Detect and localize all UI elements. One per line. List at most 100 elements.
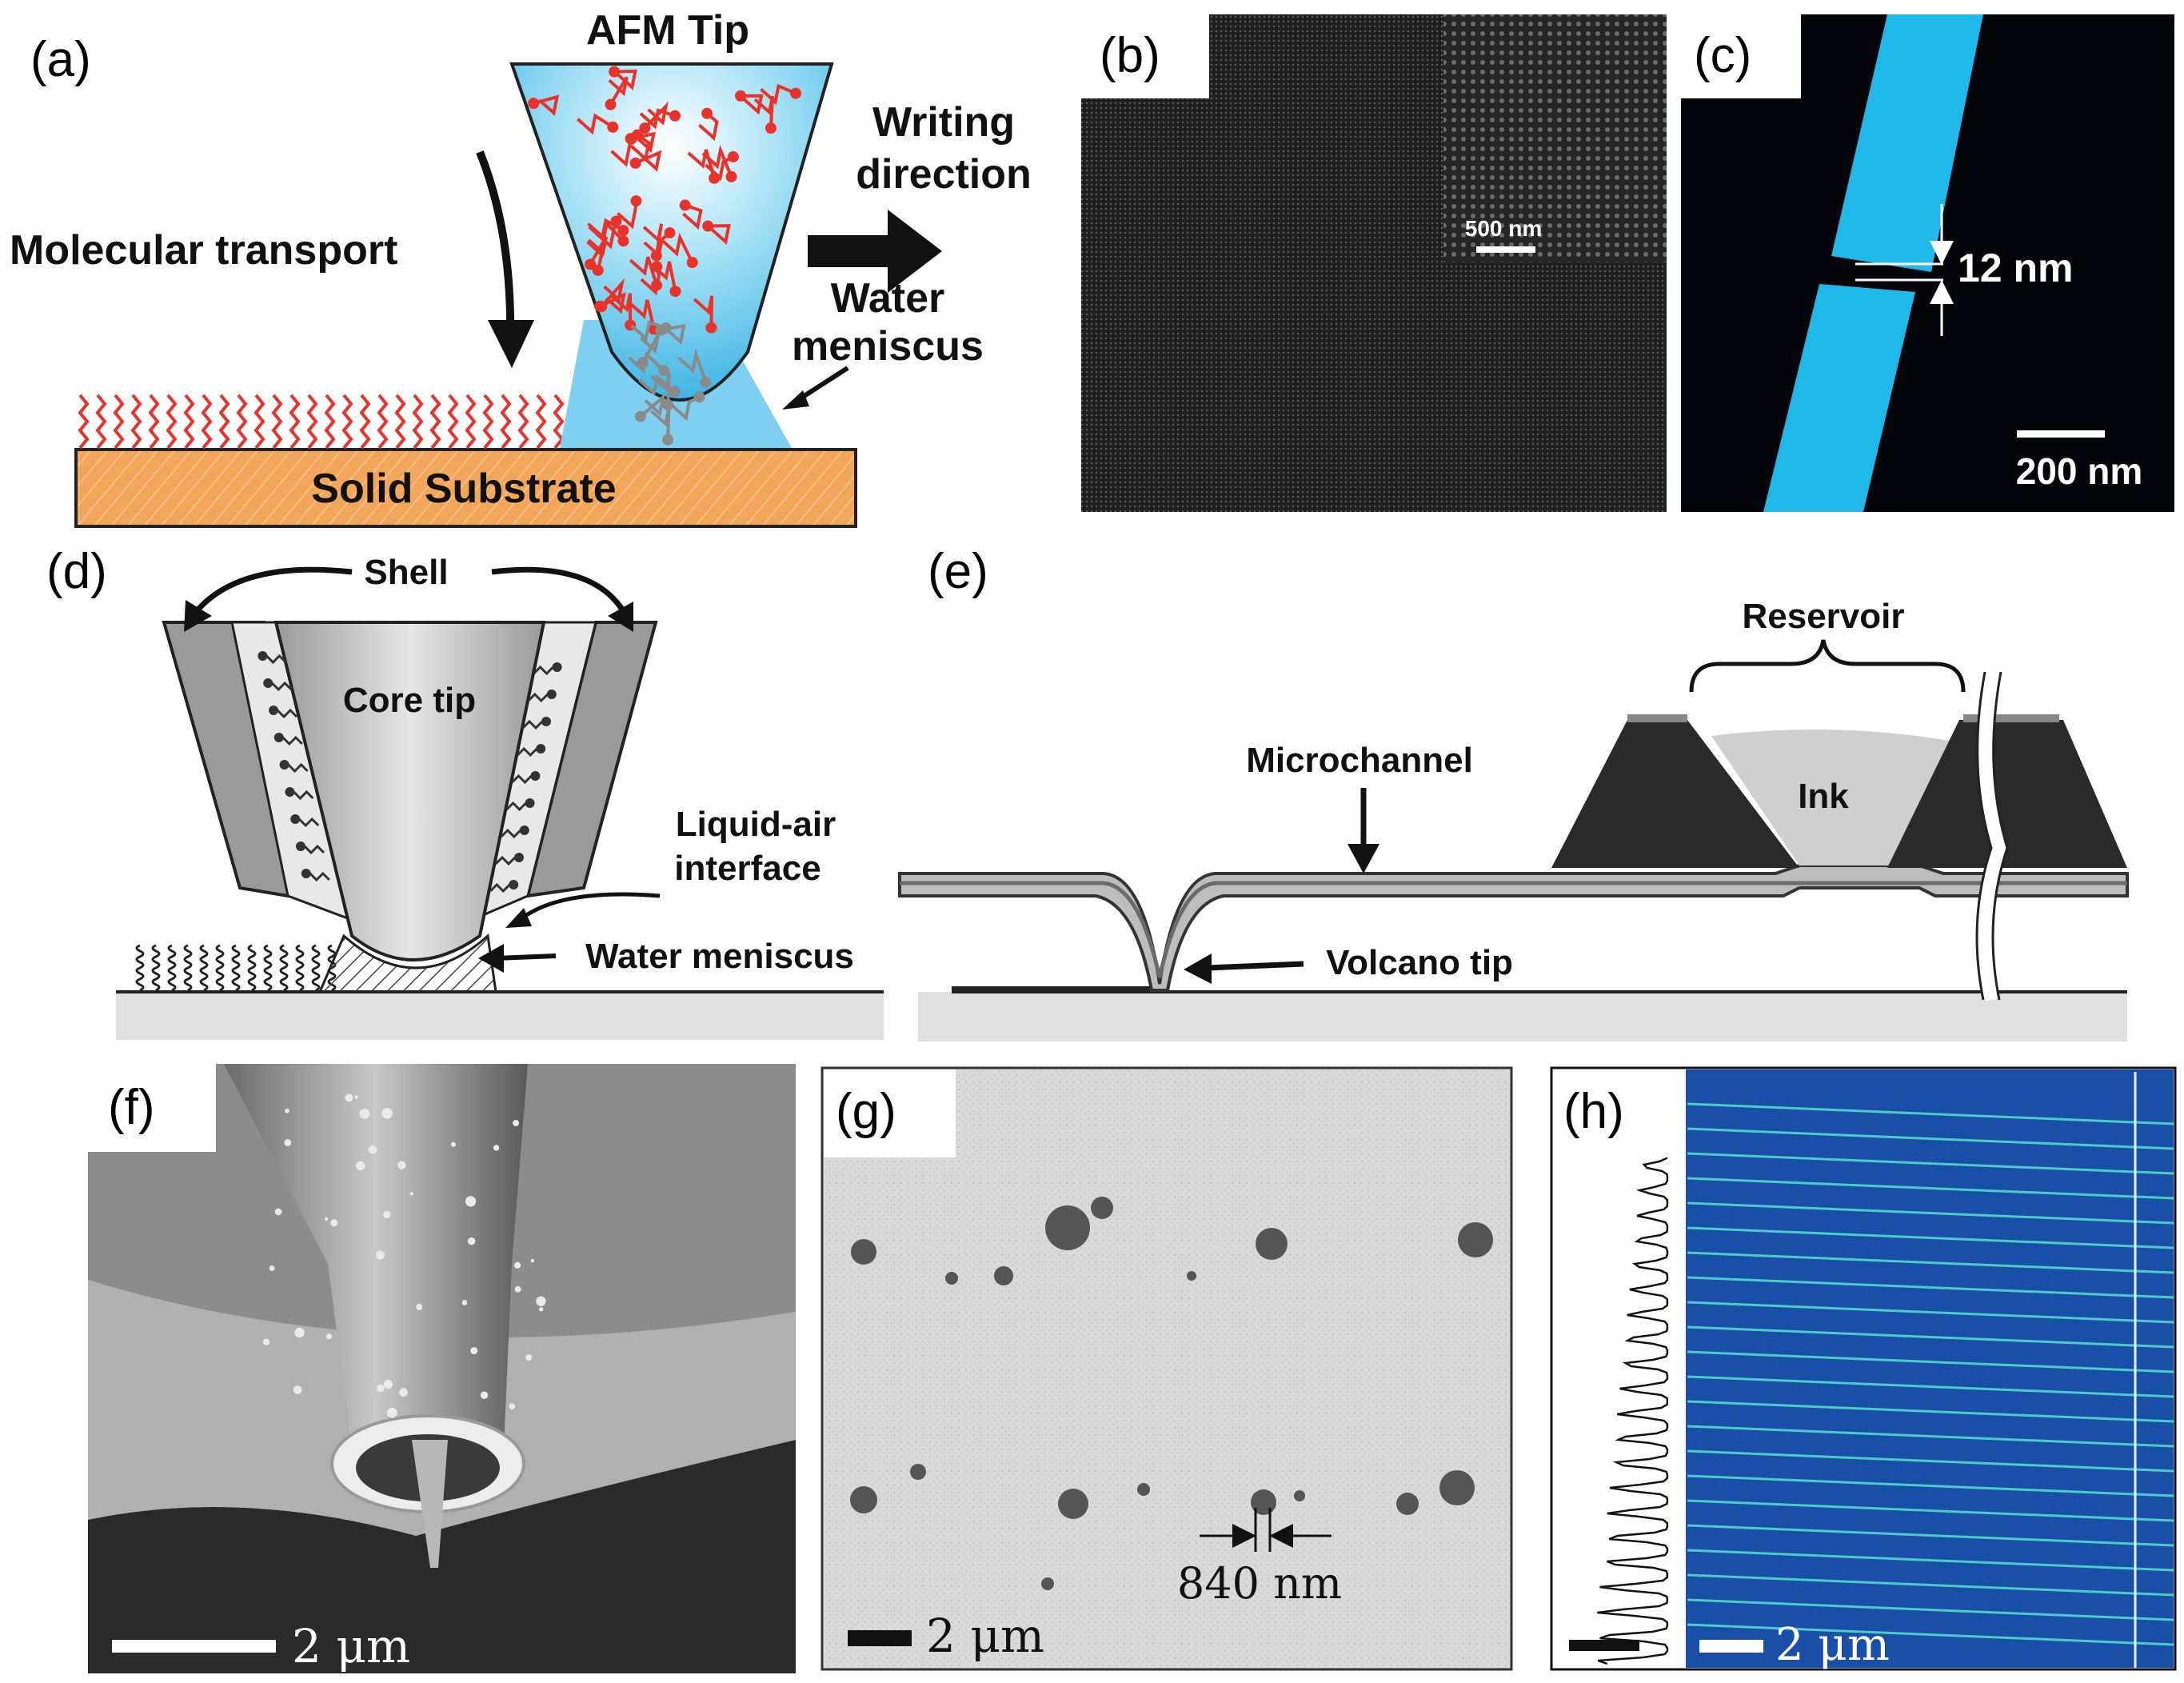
ink-molecule-chain: [634, 150, 662, 172]
ink-molecule-head: [735, 90, 747, 102]
fluorescent-line: [1687, 1350, 2174, 1373]
self-assembled-monolayer: [78, 394, 565, 450]
sam-chain: [500, 394, 512, 450]
panel-f-scalebar: [112, 1640, 276, 1653]
sam-chain: [306, 394, 318, 450]
sam-chain: [166, 394, 178, 450]
fluorescent-line: [1687, 1499, 2174, 1522]
ink-molecule-head: [617, 235, 629, 247]
sam-chain: [412, 394, 424, 450]
tip-particle: [538, 1306, 544, 1312]
sam-chain: [148, 394, 160, 450]
panel-b-label: (b): [1100, 28, 1160, 83]
panel-g: (g) 840 nm 2 μm: [820, 1066, 1513, 1671]
liquid-air-label-2: interface: [674, 849, 820, 888]
ink-molecule-chain: [638, 374, 676, 397]
ink-molecule-chain: [693, 295, 714, 328]
printed-dot: [1439, 1470, 1475, 1505]
shell-molecule-chain: [527, 692, 549, 703]
panel-h-label: (h): [1563, 1084, 1624, 1139]
fluorescent-line: [1687, 1474, 2174, 1497]
ink-molecule-head: [592, 264, 604, 276]
fluorescent-line: [1687, 1623, 2174, 1646]
sem-dots-image: [820, 1066, 1513, 1671]
ink-molecule-head: [765, 122, 777, 134]
reservoir-wall-left: [1551, 720, 1799, 868]
fluorescent-line: [1687, 1573, 2174, 1597]
ink-molecule-chain: [661, 323, 686, 346]
reservoir-wall-right: [1887, 720, 2127, 868]
ink-molecule-chain: [576, 113, 614, 135]
shell-molecule-chain: [281, 735, 303, 746]
panel-b-scalebar-label: 500 nm: [1465, 216, 1543, 241]
ink-molecule-head: [610, 215, 622, 227]
shell-molecule-head: [536, 744, 546, 754]
ink-molecule-head: [650, 250, 662, 262]
tip-particle: [293, 1385, 302, 1394]
monolayer-chain: [247, 944, 257, 992]
ink-molecule-head: [693, 391, 705, 403]
sam-chain: [447, 394, 459, 450]
sam-chain: [429, 394, 441, 450]
shell-molecule-head: [279, 760, 289, 770]
fluorescent-line: [1687, 1549, 2174, 1572]
tip-particle: [383, 1380, 393, 1389]
shell-molecule-head: [258, 651, 268, 661]
monolayer-chain: [295, 944, 305, 992]
fluorescent-line: [1687, 1325, 2174, 1349]
reservoir-brace: [1689, 639, 1966, 693]
sam-chain: [553, 394, 565, 450]
fluorescent-line: [1687, 1598, 2174, 1621]
printed-dot: [851, 1239, 876, 1265]
panel-a-label: (a): [30, 32, 91, 87]
tip-particle: [354, 1095, 359, 1099]
panel-g-scalebar-label: 2 μm: [926, 1609, 1044, 1663]
tip-particle: [285, 1108, 289, 1113]
printed-dot: [1458, 1222, 1493, 1257]
tip-particle: [284, 1139, 292, 1146]
shell-molecule-chain: [489, 882, 511, 893]
monolayer-chain: [167, 944, 177, 992]
tip-particle: [377, 1384, 385, 1393]
ink-molecule-head: [662, 399, 674, 411]
intensity-profile: [1597, 1072, 1669, 1665]
panel-h: (h) 2 μm: [1550, 1066, 2177, 1671]
tip-particle: [294, 1327, 305, 1338]
substrate-label: Solid Substrate: [311, 466, 616, 512]
monolayer-chain: [135, 944, 145, 992]
panel-a: (a) Solid Substrate AFM Tip Writing dire…: [10, 7, 1032, 528]
printed-dot: [945, 1272, 958, 1285]
sam-chain: [236, 394, 248, 450]
panel-c-label: (c): [1694, 28, 1751, 83]
tip-particle: [461, 1300, 468, 1305]
fluorescent-line: [1687, 1276, 2174, 1299]
ink-molecule-head: [664, 227, 676, 239]
ink-molecule-chain: [643, 101, 669, 130]
ink-molecule-head: [596, 301, 608, 313]
panel-f-label-box: [88, 1064, 216, 1152]
sam-chain: [517, 394, 529, 450]
solid-substrate: [74, 448, 857, 528]
sam-chain: [394, 394, 406, 450]
dot-size-label: 840 nm: [1177, 1558, 1342, 1609]
shell-molecule-chain: [271, 681, 293, 692]
ink-molecule-head: [617, 225, 629, 237]
ink-molecule-chain: [599, 292, 626, 314]
shell-molecule-chain: [505, 801, 527, 812]
fluorescent-line: [1687, 1375, 2174, 1398]
shell-label: Shell: [364, 553, 448, 592]
ink-molecule-head: [528, 98, 540, 110]
tip-particle: [530, 1258, 535, 1263]
ink-molecule-chain: [661, 232, 694, 264]
ink-molecule-head: [700, 376, 712, 388]
monolayer-d: [135, 944, 337, 992]
tip-particle: [416, 1304, 423, 1310]
ink-molecule-head: [686, 257, 698, 269]
fluorescent-line: [1687, 1449, 2174, 1473]
panel-c: (c) 12 nm 200 nm: [1681, 14, 2174, 512]
monolayer-chain: [231, 944, 241, 992]
microchannel-label: Microchannel: [1246, 741, 1473, 780]
printed-dot: [1256, 1228, 1288, 1260]
shell-molecule-head: [273, 733, 284, 742]
fluorescent-line: [1687, 1226, 2174, 1249]
